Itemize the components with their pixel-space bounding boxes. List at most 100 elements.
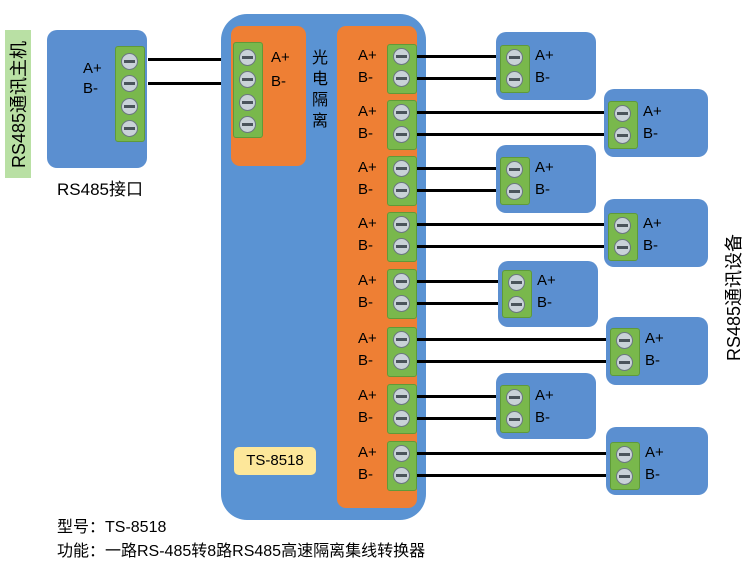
output-8-wire-a: [417, 452, 608, 455]
isolation-label: 光电隔离: [312, 50, 329, 130]
host-wire-a: [148, 58, 234, 61]
slave-5-terminal-block: [502, 270, 532, 318]
screw-icon: [616, 332, 633, 349]
screw-icon: [393, 445, 410, 462]
slave-2-pin-b: B-: [643, 125, 658, 142]
slave-6-terminal-block: [610, 328, 640, 376]
output-2-wire-a: [417, 111, 606, 114]
slave-device-3: A+ B-: [496, 145, 596, 213]
screw-icon: [506, 161, 523, 178]
output-2-wire-b: [417, 133, 606, 136]
screw-icon: [506, 71, 523, 88]
device-label: RS485通讯设备: [724, 233, 744, 361]
output-2-pin-a: A+: [358, 103, 377, 120]
screw-icon: [506, 389, 523, 406]
screw-icon: [393, 104, 410, 121]
screw-icon: [121, 53, 138, 70]
output-5-wire-a: [417, 280, 500, 283]
input-isolation-block: A+ B-: [231, 26, 306, 166]
slave-8-pin-a: A+: [645, 444, 664, 461]
screw-icon: [393, 467, 410, 484]
screw-icon: [616, 354, 633, 371]
output-block: [337, 26, 417, 508]
screw-icon: [393, 273, 410, 290]
footer-function-line: 功能：一路RS-485转8路RS485高速隔离集线转换器: [57, 543, 426, 560]
output-7-pin-a: A+: [358, 387, 377, 404]
input-pin-b: B-: [271, 73, 286, 90]
screw-icon: [393, 388, 410, 405]
screw-icon: [506, 411, 523, 428]
slave-1-pin-b: B-: [535, 69, 550, 86]
slave-7-pin-a: A+: [535, 387, 554, 404]
host-label: RS485通讯主机: [9, 40, 29, 168]
slave-2-pin-a: A+: [643, 103, 662, 120]
host-terminal-block: [115, 46, 145, 142]
host-port-label: RS485接口: [57, 180, 143, 199]
output-8-wire-b: [417, 474, 608, 477]
screw-icon: [614, 217, 631, 234]
output-6-wire-a: [417, 338, 608, 341]
slave-4-terminal-block: [608, 213, 638, 261]
screw-icon: [393, 410, 410, 427]
output-2-pin-b: B-: [358, 125, 373, 142]
output-3-pin-a: A+: [358, 159, 377, 176]
output-7-pin-b: B-: [358, 409, 373, 426]
screw-icon: [393, 216, 410, 233]
screw-icon: [614, 127, 631, 144]
input-terminal-block: [233, 42, 263, 138]
screw-icon: [121, 120, 138, 137]
output-1-pin-b: B-: [358, 69, 373, 86]
output-6-pin-a: A+: [358, 330, 377, 347]
slave-device-8: A+B-: [606, 427, 708, 495]
screw-icon: [506, 183, 523, 200]
screw-icon: [393, 238, 410, 255]
screw-icon: [508, 274, 525, 291]
footer-model-line: 型号：TS-8518: [57, 519, 167, 536]
host-device: A+ B-: [47, 30, 147, 168]
host-pin-a: A+: [83, 60, 102, 77]
output-4-terminal-block: [387, 212, 417, 262]
output-5-wire-b: [417, 302, 500, 305]
screw-icon: [121, 75, 138, 92]
slave-1-terminal-block: [500, 45, 530, 93]
output-2-terminal-block: [387, 100, 417, 150]
output-1-wire-a: [417, 55, 498, 58]
slave-3-pin-b: B-: [535, 181, 550, 198]
screw-icon: [616, 446, 633, 463]
output-5-pin-b: B-: [358, 294, 373, 311]
slave-7-pin-b: B-: [535, 409, 550, 426]
output-3-pin-b: B-: [358, 181, 373, 198]
slave-3-pin-a: A+: [535, 159, 554, 176]
screw-icon: [614, 239, 631, 256]
output-7-wire-a: [417, 395, 498, 398]
screw-icon: [239, 49, 256, 66]
output-3-terminal-block: [387, 156, 417, 206]
slave-3-terminal-block: [500, 157, 530, 205]
slave-device-4: A+B-: [604, 199, 708, 267]
slave-device-1: A+B-: [496, 32, 596, 100]
slave-8-terminal-block: [610, 442, 640, 490]
slave-device-5: A+B-: [498, 261, 598, 327]
slave-2-terminal-block: [608, 101, 638, 149]
screw-icon: [614, 105, 631, 122]
output-8-pin-a: A+: [358, 444, 377, 461]
slave-4-pin-a: A+: [643, 215, 662, 232]
output-3-wire-a: [417, 167, 498, 170]
output-6-pin-b: B-: [358, 352, 373, 369]
output-4-pin-a: A+: [358, 215, 377, 232]
slave-6-pin-b: B-: [645, 352, 660, 369]
host-wire-b: [148, 82, 234, 85]
screw-icon: [393, 126, 410, 143]
output-4-wire-a: [417, 223, 606, 226]
slave-5-pin-b: B-: [537, 294, 552, 311]
screw-icon: [393, 70, 410, 87]
host-pin-b: B-: [83, 80, 98, 97]
screw-icon: [239, 94, 256, 111]
output-6-wire-b: [417, 360, 608, 363]
output-1-wire-b: [417, 77, 498, 80]
output-5-terminal-block: [387, 269, 417, 319]
output-4-pin-b: B-: [358, 237, 373, 254]
input-pin-a: A+: [271, 49, 290, 66]
output-8-pin-b: B-: [358, 466, 373, 483]
